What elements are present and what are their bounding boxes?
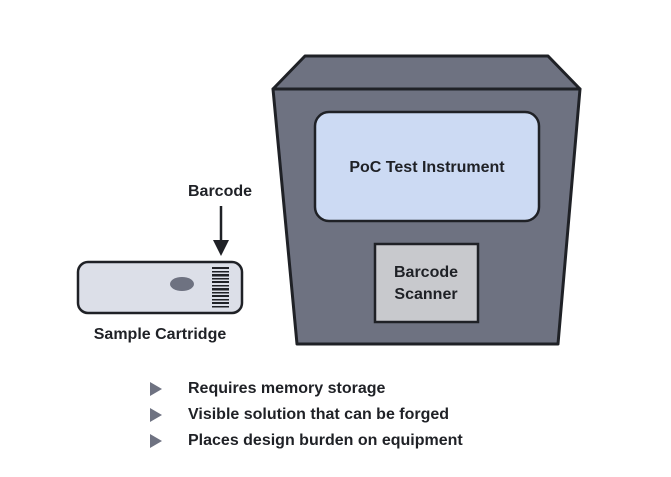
instrument-screen xyxy=(313,110,541,223)
bullet-text: Visible solution that can be forged xyxy=(188,406,450,423)
barcode-arrow-head xyxy=(213,240,229,256)
bullet-item: Visible solution that can be forged xyxy=(150,402,463,428)
scanner-label-line1: Barcode xyxy=(394,264,458,281)
instrument-label: PoC Test Instrument xyxy=(349,159,505,176)
sample-cartridge xyxy=(76,260,244,315)
bullet-text: Requires memory storage xyxy=(188,380,386,397)
triangle-bullet-icon xyxy=(150,408,162,422)
cartridge-sample-well xyxy=(170,277,194,291)
cartridge-barcode xyxy=(212,267,229,308)
triangle-bullet-icon xyxy=(150,382,162,396)
barcode-label: Barcode xyxy=(188,183,252,200)
bullet-text: Places design burden on equipment xyxy=(188,432,463,449)
cartridge-label: Sample Cartridge xyxy=(94,326,227,343)
bullet-item: Places design burden on equipment xyxy=(150,428,463,454)
bullet-item: Requires memory storage xyxy=(150,376,463,402)
bullet-list: Requires memory storage Visible solution… xyxy=(150,376,463,454)
instrument-top xyxy=(271,54,582,91)
scanner-label-line2: Scanner xyxy=(394,286,457,303)
triangle-bullet-icon xyxy=(150,434,162,448)
barcode-scanner xyxy=(373,242,480,324)
